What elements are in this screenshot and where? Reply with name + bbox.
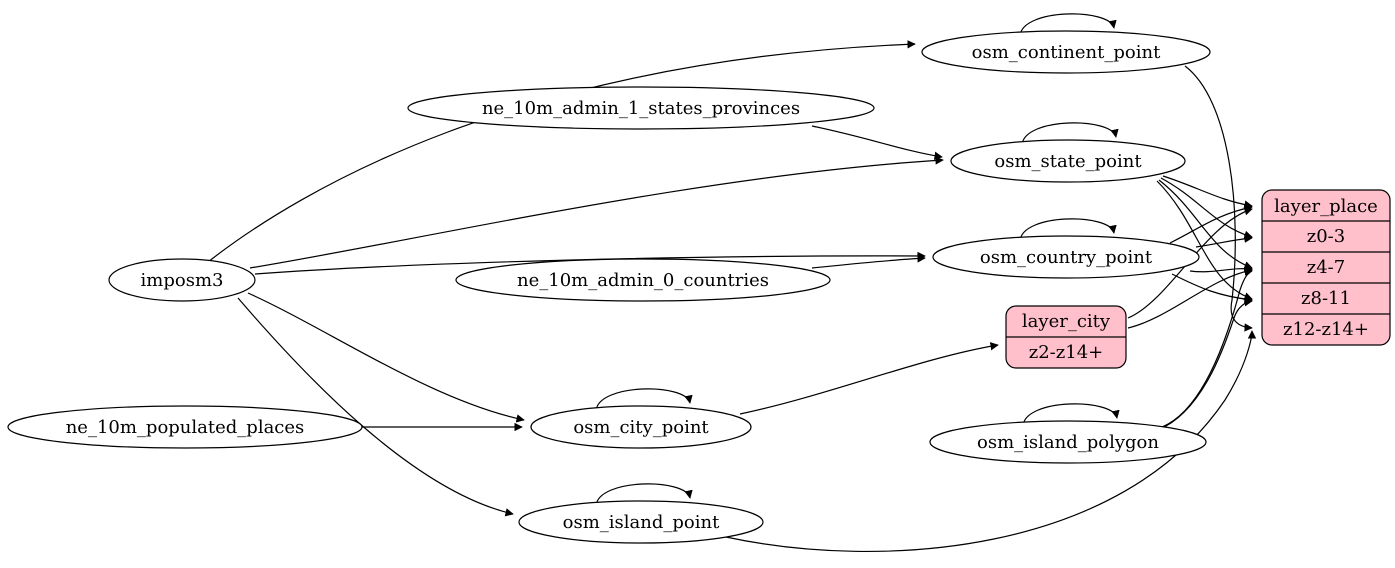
edge-imposm3-to-osm-city-point (247, 292, 525, 423)
edge-self-loop-osm-city-point (595, 388, 693, 412)
layer-place-row-z12-z14plus[interactable]: z12-z14+ (1283, 319, 1369, 340)
layer-city-node[interactable]: layer_city z2-z14+ (1005, 305, 1127, 369)
edge-imposm3-to-osm-island-point (237, 297, 514, 517)
node-osm-city-point-label: osm_city_point (573, 417, 709, 438)
edge-self-loop-osm-island-polygon (1022, 403, 1120, 427)
node-ne-places-label: ne_10m_populated_places (66, 417, 305, 438)
edge-self-loop-osm-country-point (1019, 218, 1117, 242)
node-osm-island-polygon[interactable]: osm_island_polygon (929, 420, 1207, 464)
edge-osm-state-point-to-layer-place-z4 (1160, 177, 1253, 239)
edge-osm-city-point-to-layer-city (739, 342, 999, 415)
edge-layer-city-to-layer-place-z8 (1127, 267, 1253, 329)
node-osm-city-point[interactable]: osm_city_point (530, 405, 752, 449)
node-osm-island-point-label: osm_island_point (563, 512, 720, 533)
edge-self-loop-osm-continent-point (1019, 13, 1117, 37)
layer-place-row-z0-3[interactable]: z0-3 (1307, 226, 1345, 247)
edge-osm-state-point-to-layer-place-z0 (1162, 175, 1253, 209)
edge-imposm3-to-osm-state-point (249, 156, 944, 269)
node-osm-island-polygon-label: osm_island_polygon (977, 432, 1159, 453)
node-osm-continent-point[interactable]: osm_continent_point (921, 30, 1211, 74)
layer-city-title: layer_city (1022, 311, 1111, 332)
layer-place-row-z8-11[interactable]: z8-11 (1301, 288, 1351, 309)
edge-ne-states-to-osm-state-point (811, 125, 943, 160)
edge-osm-state-point-to-layer-place-z12 (1156, 180, 1253, 301)
node-ne-10m-admin-1-states-provinces[interactable]: ne_10m_admin_1_states_provinces (407, 86, 875, 130)
layer-place-row-z4-7[interactable]: z4-7 (1307, 257, 1345, 278)
layer-place-title: layer_place (1274, 196, 1378, 217)
nodes-group: imposm3 ne_10m_admin_1_states_provinces … (7, 30, 1211, 544)
node-osm-continent-point-label: osm_continent_point (972, 42, 1161, 63)
node-imposm3-label: imposm3 (141, 270, 224, 291)
edge-self-loop-osm-island-point (595, 483, 693, 507)
node-osm-island-point[interactable]: osm_island_point (518, 500, 764, 544)
edge-ne-countries-to-osm-country-point (811, 254, 926, 269)
edge-osm-state-point-to-layer-place-z8 (1158, 179, 1253, 270)
node-ne-countries-label: ne_10m_admin_0_countries (517, 270, 769, 291)
node-osm-state-point[interactable]: osm_state_point (950, 139, 1186, 183)
edge-osm-island-polygon-to-layer-place-z12 (1157, 298, 1253, 431)
node-osm-country-point-label: osm_country_point (980, 247, 1153, 268)
edge-imposm3-to-osm-continent-point (207, 40, 916, 263)
edge-osm-country-point-to-layer-place-z12 (1171, 273, 1253, 304)
edge-self-loop-osm-state-point (1021, 122, 1119, 146)
layer-city-row-z2-z14plus[interactable]: z2-z14+ (1029, 342, 1104, 363)
node-imposm3[interactable]: imposm3 (108, 258, 256, 302)
edge-osm-continent-point-to-layer-place-z12 (1184, 65, 1253, 332)
layer-place-node[interactable]: layer_place z0-3 z4-7 z8-11 z12-z14+ (1261, 189, 1391, 346)
edge-osm-country-point-to-layer-place-z4 (1195, 234, 1253, 248)
edge-osm-country-point-to-layer-place-z8 (1189, 264, 1253, 273)
node-ne-10m-populated-places[interactable]: ne_10m_populated_places (7, 405, 363, 449)
node-osm-country-point[interactable]: osm_country_point (932, 235, 1200, 279)
edge-osm-island-point-to-layer-place-z12 (725, 330, 1257, 553)
edge-osm-island-polygon-to-layer-place-z8 (1161, 268, 1253, 428)
edge-osm-country-point-to-layer-place-z0 (1169, 204, 1253, 244)
node-osm-state-point-label: osm_state_point (994, 151, 1142, 172)
node-ne-states-label: ne_10m_admin_1_states_provinces (482, 98, 800, 119)
node-ne-10m-admin-0-countries[interactable]: ne_10m_admin_0_countries (455, 258, 831, 302)
